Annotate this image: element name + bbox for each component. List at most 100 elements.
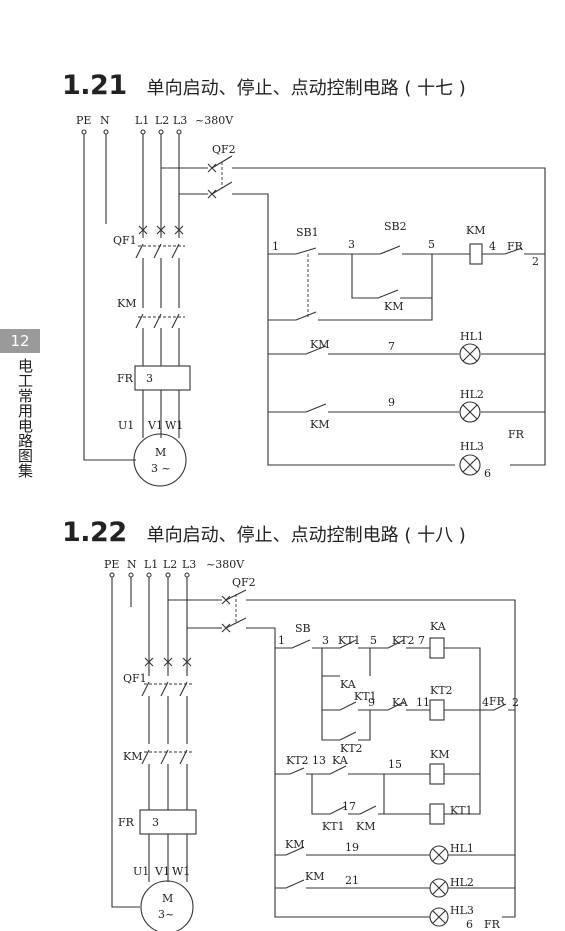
node-19-2: 19: [345, 841, 359, 854]
km-lamp2-label-2: KM: [305, 870, 324, 883]
motor-label-2: M: [162, 892, 173, 905]
km-lamp1-label: KM: [310, 338, 329, 351]
node-3: 3: [348, 238, 355, 251]
kt1-label-b: KT1: [354, 690, 377, 703]
km-lamp1-label-2: KM: [285, 838, 304, 851]
km-label-c: KM: [356, 820, 375, 833]
fr-contact-label-2: FR: [489, 695, 506, 708]
hl2-lamp-2: [429, 878, 449, 898]
hl2-label: HL2: [460, 388, 484, 401]
page-number-tab: 12: [0, 329, 40, 353]
section-2-number: 1.22: [62, 517, 127, 548]
motor-type: 3 ~: [151, 462, 171, 475]
kt2-coil: [429, 699, 445, 721]
node-11-2: 11: [416, 696, 430, 709]
kt1-coil-label: KT1: [450, 804, 473, 817]
n-label-2: N: [127, 558, 137, 571]
hl1-label: HL1: [460, 330, 484, 343]
terminals-2: [109, 572, 190, 578]
section-1-number: 1.21: [62, 70, 127, 101]
km-main-label-2: KM: [123, 750, 142, 763]
w1-label-2: W1: [172, 865, 190, 878]
fr-box-number-2: 3: [152, 816, 159, 829]
u1-label-2: U1: [133, 865, 149, 878]
node-7-2: 7: [418, 634, 425, 647]
node-3-2: 3: [322, 634, 329, 647]
kt1-label-a: KT1: [338, 634, 361, 647]
ka-coil: [429, 637, 445, 659]
circuit-diagram-1-21: PE N L1 L2 L3 ~380V QF2 QF1 KM FR 3 U1 V…: [76, 114, 546, 487]
node-5-2: 5: [370, 634, 377, 647]
fr-lamp-label-2: FR: [484, 918, 501, 931]
node-15-2: 15: [388, 758, 402, 771]
qf2-label-2: QF2: [232, 576, 256, 589]
pe-label: PE: [76, 114, 91, 127]
motor: [133, 433, 187, 487]
ka-label-b: KA: [392, 696, 409, 709]
section-2-title-text: 单向启动、停止、点动控制电路 ( 十八 ): [146, 525, 466, 546]
section-2-title: 1.22 单向启动、停止、点动控制电路 ( 十八 ): [62, 517, 466, 548]
sb-label: SB: [295, 622, 311, 635]
hl3-label: HL3: [460, 440, 484, 453]
km-coil-2: [429, 763, 445, 785]
l1-label: L1: [135, 114, 149, 127]
fr-contact-label: FR: [507, 240, 524, 253]
node-2: 2: [532, 255, 539, 268]
node-21-2: 21: [345, 874, 359, 887]
hl1-label-2: HL1: [450, 842, 474, 855]
node-1: 1: [272, 240, 279, 253]
section-1-title-text: 单向启动、停止、点动控制电路 ( 十七 ): [146, 78, 466, 99]
node-6: 6: [484, 467, 491, 480]
hl3-label-2: HL3: [450, 904, 474, 917]
motor-label: M: [155, 446, 166, 459]
l3-label-2: L3: [182, 558, 196, 571]
node-4-2: 4: [482, 696, 489, 709]
pe-conductor: [83, 134, 136, 461]
sb1-label: SB1: [296, 226, 319, 239]
node-13-2: 13: [312, 754, 326, 767]
kt2-label-a: KT2: [392, 634, 415, 647]
hl3-lamp: [459, 454, 481, 476]
kt2-coil-label: KT2: [430, 684, 453, 697]
node-6-2: 6: [466, 918, 473, 931]
node-7: 7: [388, 340, 395, 353]
hl1-lamp: [459, 343, 481, 365]
voltage-label: ~380V: [195, 114, 234, 127]
motor-2: [140, 880, 194, 931]
terminals: [81, 129, 182, 135]
fr-thermal-relay-2: [139, 809, 197, 835]
hl1-lamp-2: [429, 845, 449, 865]
km-coil-label-2: KM: [430, 748, 449, 761]
km-lamp2-label: KM: [310, 418, 329, 431]
book-title-vertical: 电工常用电路图集: [16, 358, 34, 478]
node-2-2: 2: [512, 696, 519, 709]
phase-conductors-2: [141, 577, 192, 882]
pe-conductor-2: [111, 577, 140, 908]
ka-label-a: KA: [340, 678, 357, 691]
fr-label: FR: [117, 372, 134, 385]
w1-label: W1: [165, 419, 183, 432]
hl2-label-2: HL2: [450, 876, 474, 889]
qf1-label-2: QF1: [123, 672, 147, 685]
n-label: N: [100, 114, 110, 127]
fr-lamp-label: FR: [508, 428, 525, 441]
node-17-2: 17: [342, 800, 356, 813]
kt1-label-c: KT1: [322, 820, 345, 833]
kt1-coil: [429, 803, 445, 825]
node-4: 4: [489, 240, 496, 253]
pe-label-2: PE: [104, 558, 119, 571]
section-1-title: 1.21 单向启动、停止、点动控制电路 ( 十七 ): [62, 70, 466, 101]
hl2-lamp: [459, 401, 481, 423]
u1-label: U1: [118, 419, 134, 432]
node-9-2: 9: [368, 696, 375, 709]
l3-label: L3: [173, 114, 187, 127]
node-5: 5: [428, 238, 435, 251]
fr-label-2: FR: [118, 816, 135, 829]
node-9: 9: [388, 396, 395, 409]
l2-label: L2: [155, 114, 169, 127]
control-tap: [161, 167, 208, 195]
kt2-label-c: KT2: [286, 754, 309, 767]
km-main-label: KM: [117, 297, 136, 310]
fr-box-number: 3: [146, 372, 153, 385]
ka-label-c: KA: [332, 754, 349, 767]
